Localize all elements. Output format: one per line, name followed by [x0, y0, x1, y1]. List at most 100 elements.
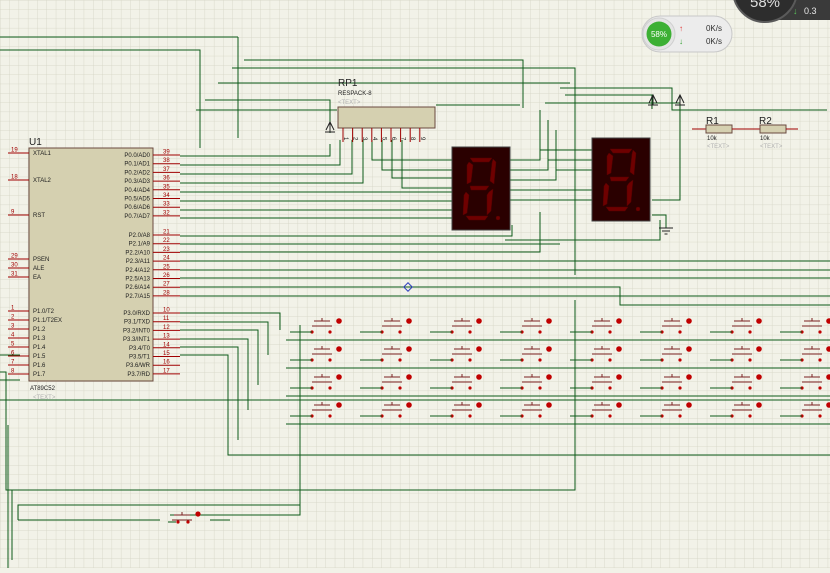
chip-pin-name: P0.6/AD6 [124, 205, 150, 211]
rpack-ref: RP1 [338, 78, 358, 89]
junction-marker [403, 282, 413, 292]
r2-placeholder: <TEXT> [760, 144, 783, 150]
chip-body[interactable] [28, 147, 154, 382]
chip-pin-number: 37 [163, 167, 170, 173]
chip-pin-name: P1.5 [33, 354, 46, 360]
keypad-button[interactable] [640, 402, 692, 418]
chip-pin-name: P0.2/AD2 [124, 170, 150, 176]
resistor-r1[interactable]: R1 10k <TEXT> [692, 116, 746, 150]
upload-arrow-icon: ↑ [679, 24, 683, 33]
microcontroller[interactable]: U1 19XTAL118XTAL29RST29PSEN30ALE31EA1P1.… [8, 137, 180, 401]
chip-pin-name: P0.7/AD7 [124, 214, 150, 220]
chip-pin-name: P3.3/INT1 [123, 337, 151, 343]
keypad-matrix [290, 318, 830, 418]
chip-pin-number: 33 [163, 202, 170, 208]
chip-pin-name: P2.3/A11 [126, 259, 151, 265]
power-terminal [325, 120, 335, 133]
r2-ref: R2 [759, 116, 772, 127]
resistor-r2[interactable]: R2 10k <TEXT> [746, 116, 798, 150]
chip-pin-name: P3.5/T1 [129, 355, 151, 361]
chip-pin-name: P2.4/A12 [125, 268, 150, 274]
keypad-button[interactable] [780, 402, 830, 418]
keypad-button[interactable] [570, 402, 622, 418]
keypad-button[interactable] [710, 346, 762, 362]
keypad-button[interactable] [710, 318, 762, 334]
keypad-button[interactable] [640, 318, 692, 334]
seven-segment-display-1[interactable] [451, 146, 511, 231]
chip-pin-name: P2.6/A14 [125, 285, 150, 291]
power-terminal [648, 93, 658, 106]
chip-pin-number: 11 [163, 316, 170, 322]
keypad-button[interactable] [780, 374, 830, 390]
chip-pin-name: P2.7/A15 [125, 294, 150, 300]
keypad-button[interactable] [640, 374, 692, 390]
keypad-button[interactable] [430, 374, 482, 390]
chip-pin-number: 34 [163, 193, 170, 199]
keypad-button[interactable] [290, 374, 342, 390]
chip-pin-number: 9 [11, 210, 15, 216]
chip-pin-name: P3.6/WR [126, 363, 151, 369]
chip-pin-number: 30 [11, 263, 18, 269]
chip-pin-name: P0.1/AD1 [124, 162, 150, 168]
keypad-button[interactable] [360, 346, 412, 362]
chip-pin-name: P1.1/T2EX [33, 318, 62, 324]
corner-meter-widget[interactable]: 58% ↓ 0.3 [733, 0, 830, 23]
keypad-button[interactable] [780, 346, 830, 362]
keypad-button[interactable] [570, 374, 622, 390]
keypad-button[interactable] [430, 318, 482, 334]
rpack-pin-number: 2 [352, 137, 358, 141]
keypad-button[interactable] [500, 374, 552, 390]
chip-pin-number: 12 [163, 325, 170, 331]
rpack-part: RESPACK-8 [338, 91, 372, 97]
chip-pin-number: 13 [163, 334, 170, 340]
keypad-button[interactable] [430, 402, 482, 418]
keypad-button[interactable] [360, 318, 412, 334]
chip-pin-name: RST [33, 213, 45, 219]
keypad-button[interactable] [570, 346, 622, 362]
keypad-button[interactable] [290, 402, 342, 418]
chip-pin-number: 7 [11, 360, 15, 366]
chip-pin-number: 35 [163, 184, 170, 190]
chip-pin-name: P3.1/TXD [124, 320, 151, 326]
rpack-placeholder: <TEXT> [338, 100, 361, 106]
chip-pin-number: 29 [11, 254, 18, 260]
keypad-button[interactable] [290, 346, 342, 362]
keypad-button[interactable] [710, 374, 762, 390]
keypad-button[interactable] [500, 346, 552, 362]
chip-pin-number: 36 [163, 176, 170, 182]
download-speed: 0K/s [706, 37, 722, 46]
chip-pin-name: P1.0/T2 [33, 309, 55, 315]
keypad-button[interactable] [710, 402, 762, 418]
keypad-button[interactable] [360, 374, 412, 390]
chip-pin-name: P2.0/A8 [129, 233, 151, 239]
rpack-body[interactable] [337, 106, 436, 129]
keypad-button[interactable] [360, 402, 412, 418]
corner-percent: 58% [750, 0, 780, 11]
seven-segment-display-2[interactable] [591, 137, 651, 222]
chip-pin-number: 27 [163, 282, 170, 288]
keypad-button[interactable] [430, 346, 482, 362]
keypad-button[interactable] [640, 346, 692, 362]
keypad-button[interactable] [500, 318, 552, 334]
download-arrow-icon: ↓ [679, 37, 683, 46]
keypad-button[interactable] [290, 318, 342, 334]
network-meter-widget[interactable]: 58% ↑ ↓ 0K/s 0K/s [641, 15, 733, 53]
chip-pin-name: P0.4/AD4 [124, 188, 150, 194]
reset-button[interactable] [168, 511, 201, 524]
chip-pin-number: 15 [163, 351, 170, 357]
keypad-button[interactable] [500, 402, 552, 418]
chip-pin-number: 16 [163, 360, 170, 366]
keypad-button[interactable] [780, 318, 830, 334]
chip-pin-number: 19 [11, 148, 18, 154]
rpack-pin-number: 8 [409, 137, 415, 141]
chip-pin-number: 39 [163, 150, 170, 156]
wires [0, 36, 830, 568]
r1-placeholder: <TEXT> [707, 144, 730, 150]
keypad-button[interactable] [570, 318, 622, 334]
chip-pin-name: P1.7 [33, 372, 46, 378]
chip-pin-name: P2.5/A13 [125, 277, 150, 283]
rpack-pin-number: 1 [342, 137, 348, 141]
